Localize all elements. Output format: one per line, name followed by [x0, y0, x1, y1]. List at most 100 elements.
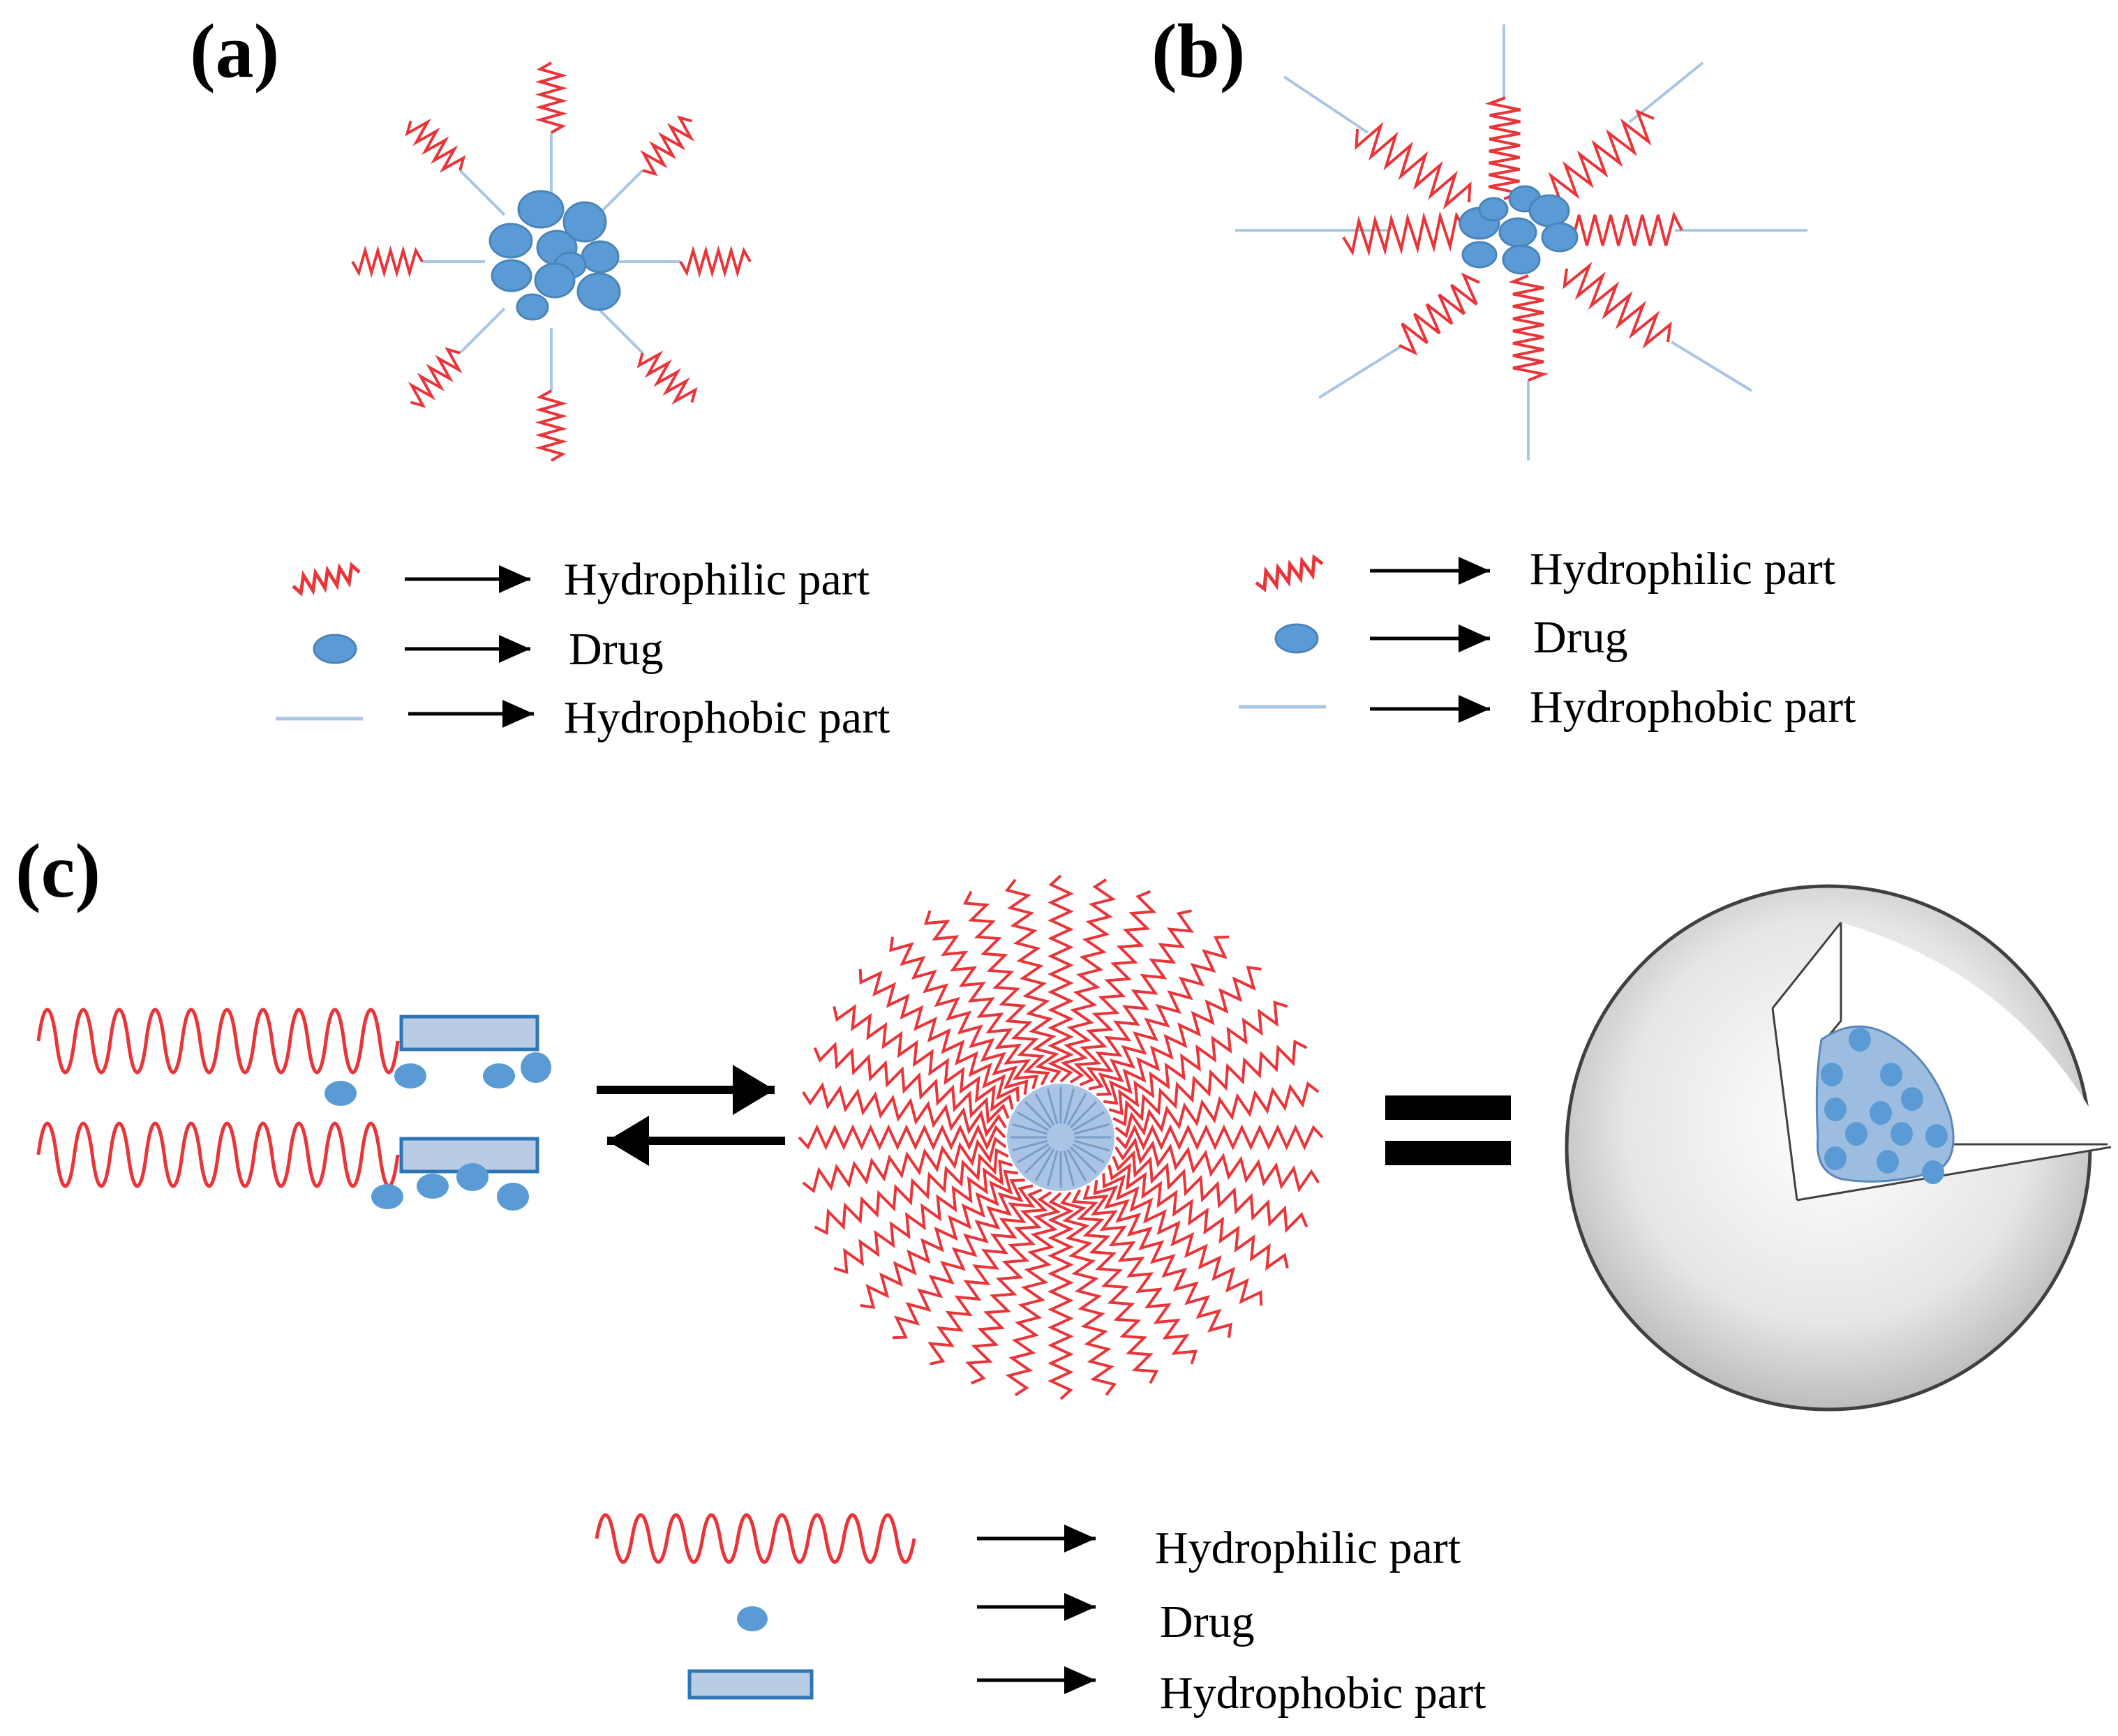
panel-a-drug-core — [489, 190, 621, 321]
hydrophobic-chain — [1072, 1111, 1105, 1132]
hydrophilic-chain — [640, 115, 695, 177]
legend-drug-label: Drug — [1533, 612, 1628, 663]
hydrophilic-chain — [814, 1148, 1009, 1236]
equals-sign-bottom — [1385, 1141, 1511, 1165]
hydrophilic-chain — [1086, 909, 1194, 1091]
drug-particle — [491, 259, 532, 292]
hydrophilic-chain — [1047, 874, 1074, 1083]
hydrophobic-chain — [1024, 1146, 1052, 1174]
hydrophilic-chain — [1563, 262, 1672, 349]
drug-particle — [534, 262, 576, 299]
hydrophobic-chain — [1283, 75, 1369, 134]
hydrophilic-chain — [1114, 1137, 1320, 1193]
hydrophilic-chain — [860, 1169, 1018, 1309]
drug-dot — [497, 1183, 529, 1211]
hydrophilic-chain — [405, 118, 466, 173]
legend-hydrophobic-label: Hydrophobic part — [1160, 1668, 1486, 1719]
legend-hydrophilic-label: Hydrophilic part — [1530, 544, 1835, 594]
hydrophobic-chain — [458, 307, 506, 354]
hydrophilic-chain — [408, 347, 463, 408]
hydrophobic-block — [399, 1015, 539, 1052]
hydrophilic-chain — [1508, 274, 1549, 382]
hydrophobic-chain — [1318, 344, 1404, 399]
hydrophobic-chain — [1046, 1150, 1059, 1186]
panel-a: (a) Hydrophilic part Drug Hydrophobic pa… — [190, 8, 890, 743]
sphere-drug-dots — [1821, 1028, 1948, 1184]
hydrophilic-chain — [798, 1124, 1006, 1151]
drug-dot — [1845, 1122, 1867, 1146]
hydrophobic-chain — [597, 169, 644, 216]
panel-c-label: (c) — [15, 828, 100, 913]
drug-dot — [371, 1184, 403, 1209]
unimer-top — [36, 1008, 551, 1106]
hydrophilic-chain — [1047, 1192, 1074, 1400]
hydrophilic-zigzag-icon — [292, 562, 361, 597]
legend-drug-label: Drug — [1160, 1596, 1255, 1647]
panel-c: (c) — [15, 828, 2112, 1719]
drug-particle — [1528, 194, 1570, 227]
hydrophobic-chain — [1066, 1148, 1087, 1182]
drug-particle — [576, 272, 621, 311]
drug-particle — [581, 240, 620, 274]
hydrophobic-chain — [1016, 1143, 1050, 1164]
hydrophilic-chain — [833, 1159, 1013, 1275]
hydrophilic-chain — [927, 1184, 1036, 1365]
drug-dot-icon — [737, 1606, 768, 1631]
drug-dot — [1901, 1087, 1923, 1111]
hydrophilic-chain — [535, 61, 568, 134]
hydrophobic-chain — [597, 307, 644, 354]
hydrophilic-chain — [889, 936, 1029, 1095]
hydrophilic-chain — [802, 1082, 1007, 1138]
legend-hydrophilic-label: Hydrophilic part — [564, 554, 870, 605]
hydrophobic-chain — [1073, 1123, 1110, 1135]
drug-particle — [1498, 217, 1537, 248]
hydrophilic-chain — [1093, 1180, 1232, 1338]
hydrophobic-block-icon — [687, 1669, 814, 1700]
hydrophilic-chain — [1355, 121, 1472, 210]
hydrophobic-chain — [1046, 1088, 1059, 1125]
drug-dot — [1821, 1063, 1843, 1086]
micelle-sphere-cutaway — [1565, 884, 2112, 1412]
hydrophilic-chain — [36, 1121, 400, 1188]
drug-dot — [1870, 1101, 1892, 1125]
equals-sign-top — [1385, 1095, 1511, 1120]
panel-b-hydrophilic-arms — [1342, 96, 1683, 382]
drug-particle — [516, 293, 549, 321]
hydrophobic-chain — [1024, 1101, 1052, 1128]
drug-dot — [1925, 1124, 1948, 1148]
hydrophobic-chain — [1063, 1088, 1075, 1125]
drug-particle — [1478, 197, 1509, 222]
hydrophilic-chain — [1562, 211, 1683, 250]
legend-drug-label: Drug — [569, 624, 664, 675]
hydrophilic-chain — [1060, 878, 1117, 1084]
hydrophobic-chain — [1073, 1139, 1110, 1152]
hydrophobic-chain — [1063, 1150, 1075, 1186]
hydrophobic-chain — [1012, 1123, 1048, 1135]
drug-dot — [456, 1163, 489, 1191]
hydrophilic-chain — [923, 910, 1039, 1090]
hydrophilic-chain — [36, 1008, 400, 1075]
hydrophobic-chain — [1034, 1093, 1055, 1126]
hydrophilic-chain — [636, 350, 698, 405]
hydrophilic-wave-icon — [595, 1513, 916, 1564]
drug-particle — [1502, 244, 1541, 275]
hydrophobic-chain — [1066, 1093, 1087, 1126]
hydrophilic-chain — [964, 1188, 1048, 1385]
hydrophilic-chain — [1004, 878, 1062, 1084]
drug-particle — [489, 223, 533, 259]
legend-hydrophobic-label: Hydrophobic part — [564, 692, 890, 743]
panel-b-drug-core — [1459, 185, 1579, 275]
hydrophilic-chain — [351, 245, 424, 278]
hydrophilic-chain — [1399, 272, 1480, 356]
hydrophobic-chain — [1012, 1139, 1048, 1152]
hydrophilic-chain — [679, 245, 752, 278]
hydrophobic-chain — [1072, 1143, 1105, 1164]
hydrophilic-chain — [1096, 935, 1230, 1096]
hydrophilic-chain — [1545, 109, 1655, 209]
hydrophobic-chain — [1034, 1148, 1055, 1182]
hydrophilic-chain — [1082, 1185, 1198, 1365]
drug-dot — [483, 1063, 515, 1088]
legend-hydrophilic-label: Hydrophilic part — [1155, 1522, 1461, 1573]
drug-particle — [1541, 222, 1579, 253]
